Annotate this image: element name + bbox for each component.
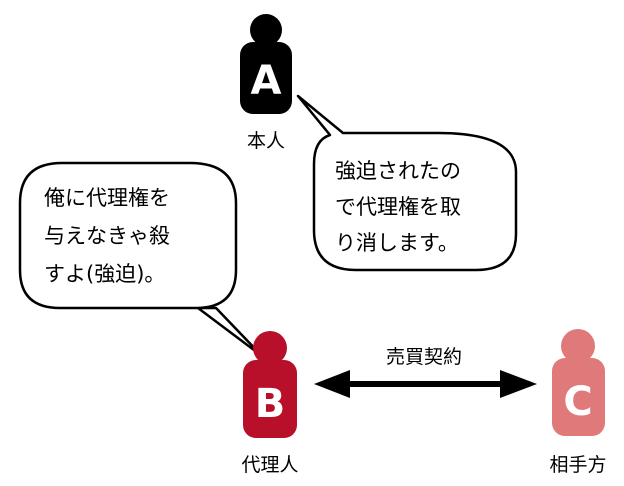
bubble-left-line-1: 俺に代理権を: [44, 186, 170, 210]
bubble-right-line-2: で代理権を取: [335, 195, 461, 219]
contract-arrow: [314, 370, 537, 398]
person-a: A: [240, 14, 292, 114]
person-c-head: [561, 329, 595, 363]
bubble-left-line-3: すよ(強迫)。: [44, 262, 165, 286]
person-b-letter: B: [255, 381, 286, 427]
bubble-left-line-2: 与えなきゃ殺: [44, 224, 170, 248]
contract-arrow-left-head: [314, 370, 350, 398]
person-a-letter: A: [251, 58, 282, 104]
person-b: B: [243, 331, 297, 438]
person-c-body: [552, 358, 605, 436]
person-a-body: [240, 42, 292, 114]
contract-label: 売買契約: [386, 346, 462, 368]
person-b-head: [253, 331, 287, 365]
person-a-head: [250, 14, 282, 46]
person-c-name: 相手方: [549, 454, 606, 476]
person-c: C: [552, 329, 605, 436]
person-c-letter: C: [563, 379, 592, 425]
speech-bubble-right: [296, 94, 518, 272]
bubble-right-line-1: 強迫されたの: [335, 159, 461, 183]
person-a-name: 本人: [247, 130, 285, 152]
contract-arrow-right-head: [500, 370, 537, 398]
bubble-right-line-3: り消します。: [335, 231, 459, 255]
person-b-name: 代理人: [241, 454, 298, 476]
speech-bubble-left: [18, 161, 264, 358]
person-b-body: [243, 360, 297, 438]
